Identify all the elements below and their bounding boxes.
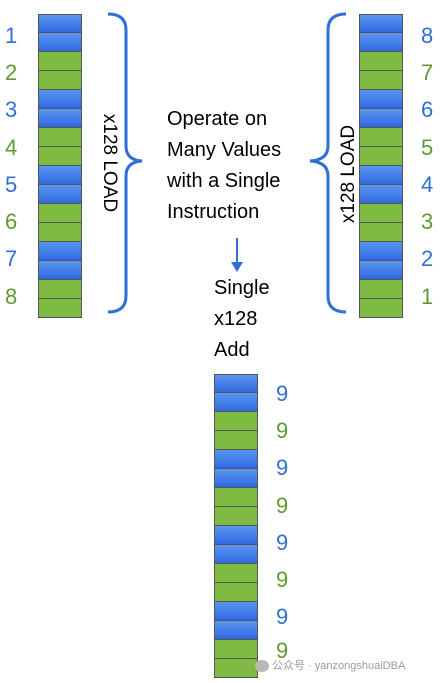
left-register-segment-11 (38, 204, 82, 223)
result-register-segment-10 (214, 545, 258, 564)
right-load-label: x128 LOAD (338, 124, 360, 224)
result-register-segment-3 (214, 412, 258, 431)
result-register-segment-14 (214, 621, 258, 640)
result-register (214, 374, 258, 678)
result-value-7: 9 (276, 604, 289, 629)
left-register-segment-9 (38, 166, 82, 185)
result-register-segment-2 (214, 393, 258, 412)
right-index-1: 1 (421, 284, 434, 309)
result-register-segment-5 (214, 450, 258, 469)
right-register-segment-10 (359, 185, 403, 204)
result-value-8: 9 (276, 638, 289, 663)
right-register-segment-12 (359, 223, 403, 242)
left-index-6: 6 (5, 209, 18, 234)
result-register-segment-6 (214, 469, 258, 488)
right-register-segment-5 (359, 90, 403, 109)
right-index-4: 4 (421, 172, 434, 197)
result-register-segment-12 (214, 583, 258, 602)
result-value-3: 9 (276, 455, 289, 480)
right-index-6: 6 (421, 97, 434, 122)
left-load-label: x128 LOAD (99, 113, 121, 213)
left-register-segment-6 (38, 109, 82, 128)
left-index-8: 8 (5, 284, 18, 309)
left-register-segment-12 (38, 223, 82, 242)
right-register-segment-3 (359, 52, 403, 71)
result-register-segment-8 (214, 507, 258, 526)
left-bracket (107, 12, 143, 314)
right-index-2: 2 (421, 246, 434, 271)
left-register-segment-10 (38, 185, 82, 204)
right-register-segment-15 (359, 280, 403, 299)
result-register-segment-4 (214, 431, 258, 450)
right-index-7: 7 (421, 60, 434, 85)
result-register-segment-15 (214, 640, 258, 659)
left-register-segment-7 (38, 128, 82, 147)
right-register-segment-6 (359, 109, 403, 128)
left-register-segment-15 (38, 280, 82, 299)
result-register-segment-13 (214, 602, 258, 621)
right-register-segment-1 (359, 14, 403, 33)
left-register-segment-2 (38, 33, 82, 52)
right-register-segment-14 (359, 261, 403, 280)
left-index-7: 7 (5, 246, 18, 271)
add-caption: Single x128 Add (214, 273, 270, 366)
result-register-segment-7 (214, 488, 258, 507)
add-line-3: Add (214, 339, 250, 361)
left-register-segment-3 (38, 52, 82, 71)
left-register (38, 14, 82, 318)
add-line-1: Single (214, 277, 270, 299)
left-register-segment-5 (38, 90, 82, 109)
left-index-5: 5 (5, 172, 18, 197)
result-value-5: 9 (276, 530, 289, 555)
result-register-segment-11 (214, 564, 258, 583)
caption-line-2: Many Values (167, 139, 282, 161)
right-register-segment-2 (359, 33, 403, 52)
result-value-1: 9 (276, 381, 289, 406)
left-index-4: 4 (5, 135, 18, 160)
caption-line-3: with a Single (167, 170, 281, 192)
right-register-segment-4 (359, 71, 403, 90)
result-register-segment-9 (214, 526, 258, 545)
left-register-segment-4 (38, 71, 82, 90)
caption-line-4: Instruction (167, 201, 260, 223)
add-line-2: x128 (214, 308, 258, 330)
right-index-8: 8 (421, 23, 434, 48)
right-register-segment-8 (359, 147, 403, 166)
right-register-segment-13 (359, 242, 403, 261)
right-register-segment-16 (359, 299, 403, 318)
left-index-1: 1 (5, 23, 18, 48)
left-register-segment-16 (38, 299, 82, 318)
right-index-5: 5 (421, 135, 434, 160)
left-register-segment-14 (38, 261, 82, 280)
watermark: 公众号 · yanzongshuaiDBA (255, 657, 405, 673)
right-bracket (309, 12, 347, 314)
right-register (359, 14, 403, 318)
result-register-segment-1 (214, 374, 258, 393)
caption-line-1: Operate on (167, 108, 268, 130)
left-index-2: 2 (5, 60, 18, 85)
left-register-segment-1 (38, 14, 82, 33)
right-register-segment-7 (359, 128, 403, 147)
watermark-text: 公众号 · yanzongshuaiDBA (272, 660, 406, 672)
operate-caption: Operate on Many Values with a Single Ins… (167, 104, 281, 228)
wechat-icon (255, 660, 269, 673)
right-register-segment-11 (359, 204, 403, 223)
result-value-6: 9 (276, 567, 289, 592)
result-value-2: 9 (276, 418, 289, 443)
left-register-segment-8 (38, 147, 82, 166)
right-index-3: 3 (421, 209, 434, 234)
right-register-segment-9 (359, 166, 403, 185)
result-value-4: 9 (276, 493, 289, 518)
left-register-segment-13 (38, 242, 82, 261)
left-index-3: 3 (5, 97, 18, 122)
down-arrow-head (231, 262, 243, 272)
